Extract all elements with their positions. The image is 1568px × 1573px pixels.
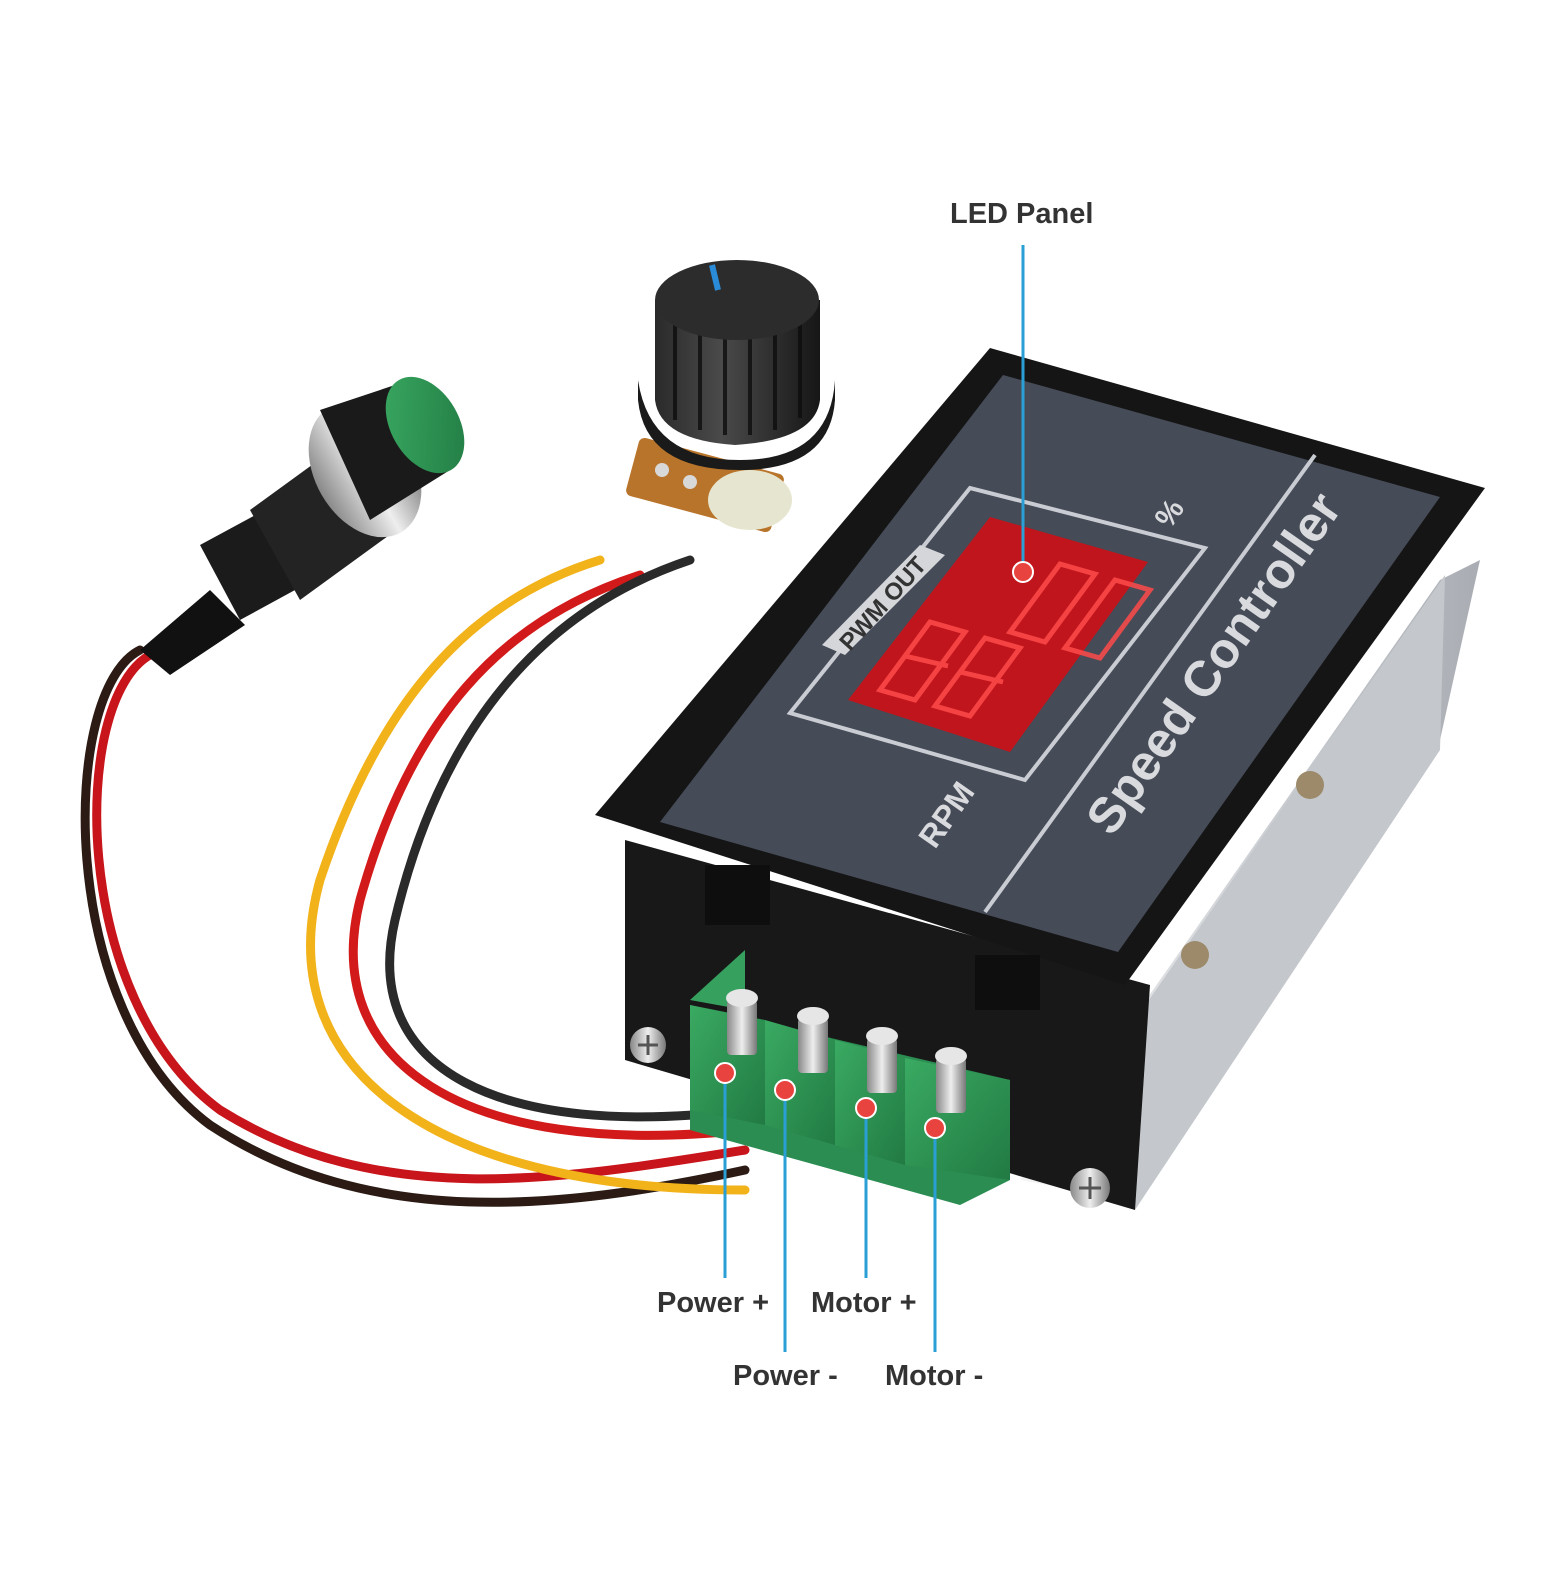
callout-label-motor-minus: Motor - <box>885 1360 984 1392</box>
callout-label-led-panel: LED Panel <box>950 198 1094 230</box>
callout-lines <box>723 245 1025 1352</box>
wire-bundle <box>80 555 750 1207</box>
wire-pot-red <box>348 570 750 1140</box>
potentiometer <box>626 260 835 533</box>
callout-dot-motor-minus <box>924 1117 946 1139</box>
terminal-4 <box>905 1058 1010 1180</box>
pwm-out-tag <box>822 545 945 655</box>
push-button-switch <box>140 376 465 675</box>
callout-label-motor-plus: Motor + <box>811 1287 917 1319</box>
button-cap-icon <box>385 376 465 474</box>
callout-dots <box>714 561 1034 1139</box>
controller-unit: PWM OUT % RPM Speed Controller <box>595 348 1485 1210</box>
callout-dot-power-minus <box>774 1079 796 1101</box>
callout-dot-power-plus <box>714 1062 736 1084</box>
pot-base <box>708 470 792 530</box>
knob-indicator-icon <box>709 264 721 291</box>
terminal-screws <box>726 989 967 1113</box>
knob-body-icon <box>655 300 820 445</box>
wire-pot-yellow <box>306 555 750 1195</box>
callout-dot-motor-plus <box>855 1097 877 1119</box>
callout-label-power-minus: Power - <box>733 1360 838 1392</box>
wire-button-black <box>80 645 750 1207</box>
callout-label-power-plus: Power + <box>657 1287 770 1319</box>
housing-front <box>625 840 1150 1210</box>
panel-divider <box>983 453 1317 914</box>
led-digits <box>875 561 1155 719</box>
callout-dot-led <box>1012 561 1034 583</box>
wire-pot-black <box>385 555 750 1122</box>
knob-top <box>655 260 819 340</box>
